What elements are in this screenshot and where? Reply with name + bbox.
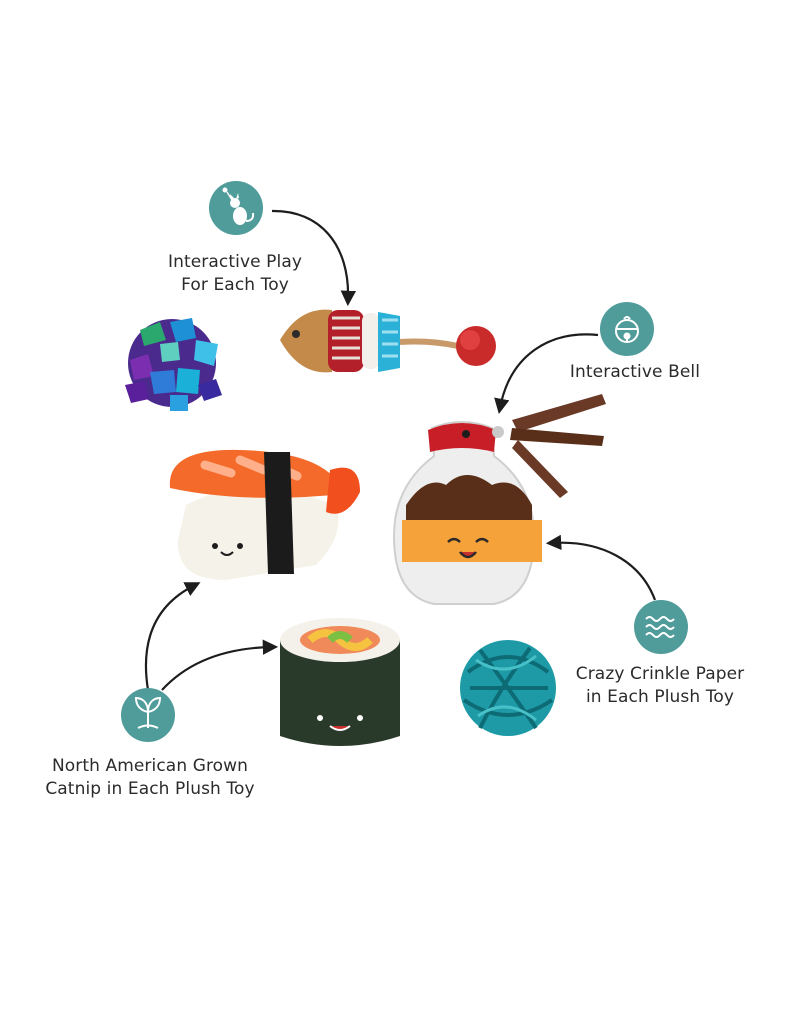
arrow-to-bell: [494, 333, 599, 415]
maki-roll-toy: [280, 618, 400, 746]
leaf-sprout-icon: [134, 696, 162, 729]
rattan-ball-toy: [460, 640, 556, 736]
cat-play-badge: [209, 181, 263, 235]
arrow-to-maki: [161, 639, 279, 691]
cat-play-icon: [222, 187, 255, 225]
wave-badge: [634, 600, 688, 654]
bell-icon: [615, 316, 639, 343]
leaf-badge: [121, 688, 175, 742]
feature-label-crinkle-paper: Crazy Crinkle Paper in Each Plush Toy: [575, 664, 745, 707]
arrow-to-nigiri: [144, 582, 201, 691]
feature-label-interactive-play: Interactive Play For Each Toy: [167, 252, 303, 295]
crinkle-ball-toy: [125, 318, 222, 411]
fish-toy: [280, 309, 496, 373]
soy-sauce-bottle-toy: [392, 394, 606, 605]
wave-icon: [645, 616, 675, 638]
nigiri-toy: [169, 449, 360, 580]
feature-label-interactive-bell: Interactive Bell: [569, 362, 701, 382]
arrow-to-fish: [271, 209, 357, 307]
feature-label-catnip: North American Grown Catnip in Each Plus…: [45, 756, 255, 799]
bell-badge: [600, 302, 654, 356]
arrow-to-soy-bottle: [545, 534, 657, 601]
